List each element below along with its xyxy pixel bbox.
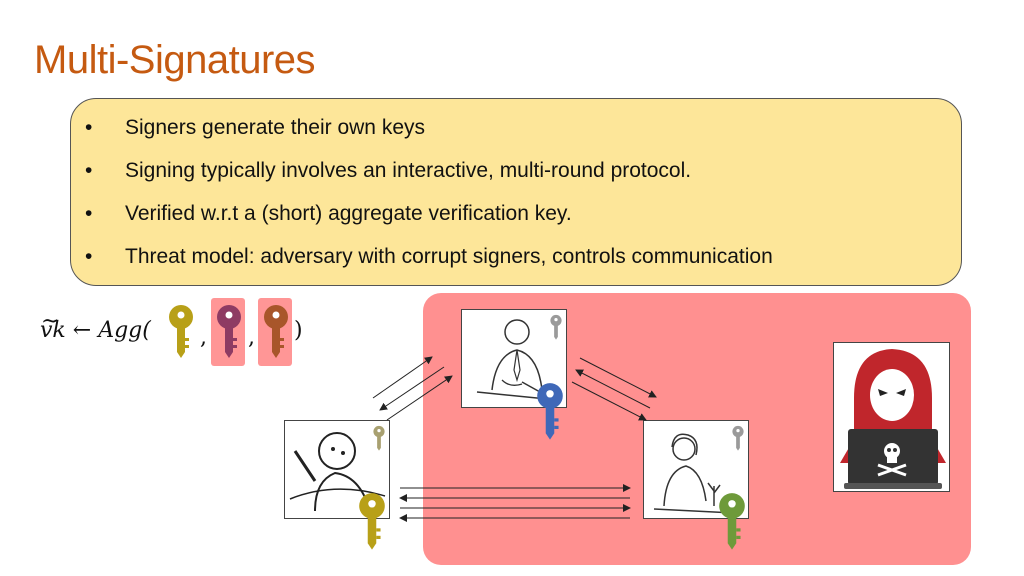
bullet-text: Verified w.r.t a (short) aggregate verif…: [125, 202, 572, 225]
signer-cartoon-icon: [289, 432, 386, 512]
aggregate-formula: ~ vk ← Agg(: [40, 309, 151, 343]
bullet-box: • Signers generate their own keys • Sign…: [70, 98, 962, 286]
key-icon: [537, 383, 563, 440]
adversary-frame: [833, 342, 950, 492]
vk-text: vk: [40, 318, 66, 343]
bullet-text: Signing typically involves an interactiv…: [125, 159, 692, 182]
hacker-icon: [840, 349, 946, 489]
bullet-marker: •: [85, 159, 93, 182]
formula-comma: ,: [200, 325, 207, 350]
bullet-marker: •: [85, 116, 93, 139]
bullet-text: Threat model: adversary with corrupt sig…: [125, 245, 773, 268]
signer-woman-icon: [653, 433, 735, 514]
bullet-text: Signers generate their own keys: [125, 116, 425, 139]
bullet-marker: •: [85, 202, 93, 225]
key-icon: [264, 305, 288, 358]
key-icon: [373, 425, 385, 451]
agg-function: Agg(: [98, 318, 151, 343]
arrow-symbol: ←: [72, 318, 92, 343]
formula-close-paren: ): [294, 318, 303, 343]
key-icon: [732, 425, 744, 451]
key-icon: [359, 493, 385, 550]
signer-left-frame: [284, 420, 390, 519]
key-icon: [550, 314, 562, 340]
slide-title: Multi-Signatures: [34, 38, 316, 82]
key-icon: [719, 493, 745, 550]
key-icon: [169, 305, 193, 358]
bullet-marker: •: [85, 245, 93, 268]
formula-comma: ,: [248, 325, 255, 350]
vk-symbol: ~ vk: [40, 309, 66, 343]
tilde-mark: ~: [41, 309, 60, 334]
key-icon: [217, 305, 241, 358]
